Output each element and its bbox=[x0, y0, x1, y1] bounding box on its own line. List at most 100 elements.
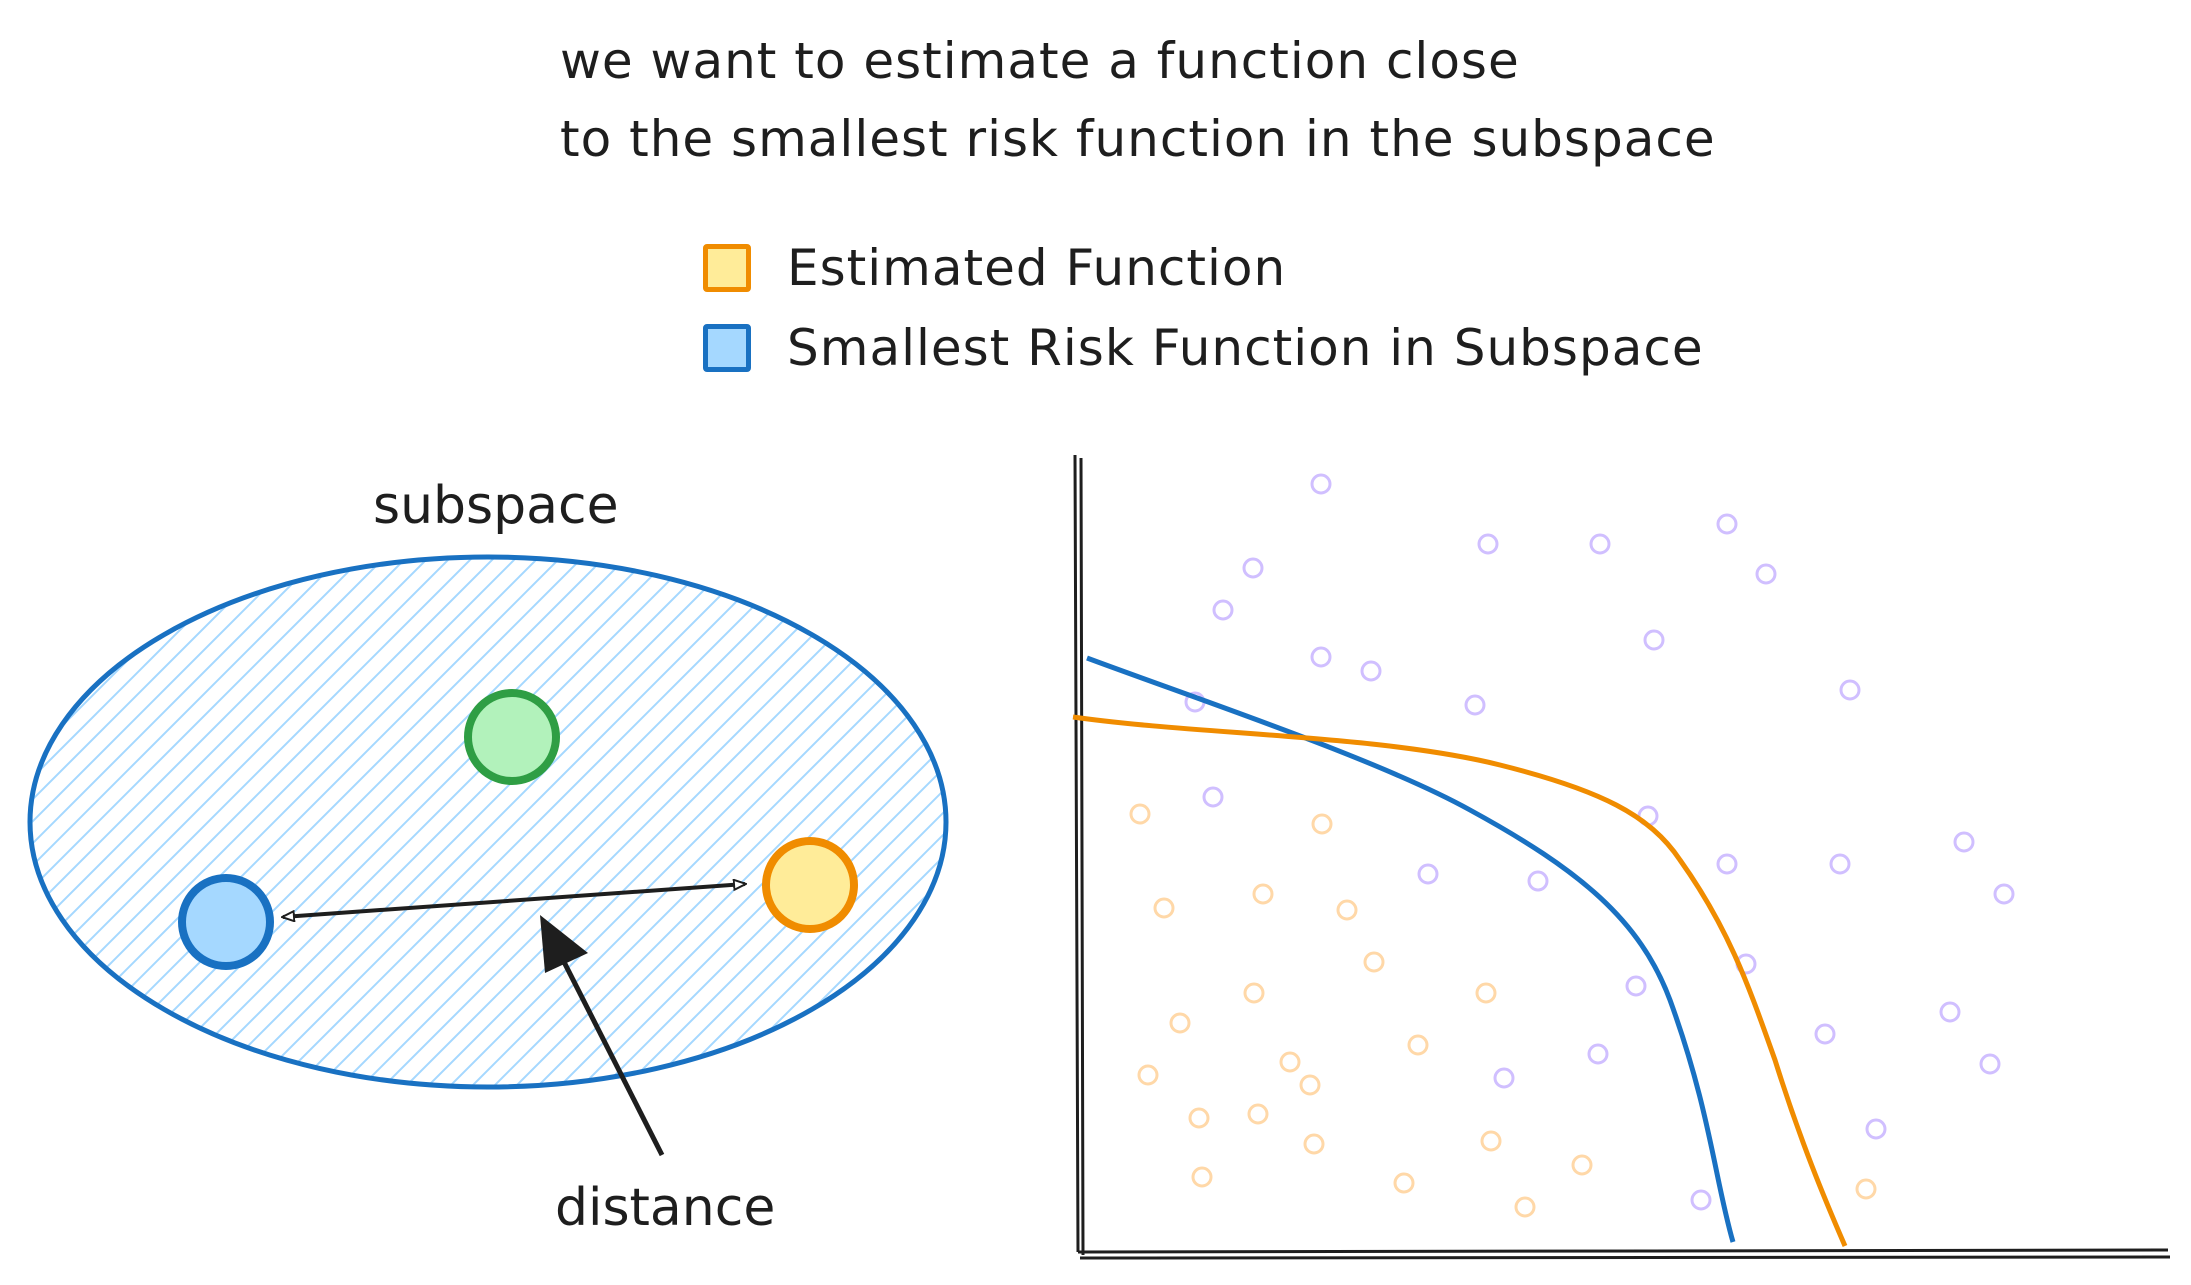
orange-data-point bbox=[1169, 1012, 1191, 1034]
hatch-line bbox=[237, 557, 799, 1087]
hatch-line bbox=[941, 557, 946, 1087]
hatch-line bbox=[567, 557, 946, 1087]
orange-data-point bbox=[1393, 1172, 1415, 1194]
orange-data-point bbox=[1129, 803, 1151, 825]
legend-swatch-estimated bbox=[703, 244, 751, 292]
hatch-line bbox=[1250, 540, 1810, 1100]
legend-swatch-smallest bbox=[703, 324, 751, 372]
orange-data-point bbox=[1303, 1133, 1325, 1155]
orange-data-point bbox=[1311, 813, 1333, 835]
distance-pointer-arrowhead bbox=[540, 915, 588, 973]
hatch-line bbox=[677, 557, 946, 1087]
hatch-line bbox=[1096, 540, 1656, 1100]
orange-data-point bbox=[1252, 883, 1274, 905]
hatch-line bbox=[721, 557, 946, 1087]
distance-pointer-line bbox=[559, 956, 665, 1157]
subspace-ellipse bbox=[27, 554, 949, 1090]
hatch-line bbox=[1382, 540, 1942, 1100]
hatch-line bbox=[897, 557, 946, 1087]
subspace-label: subspace bbox=[373, 476, 619, 536]
subspace-diagram: subspace distance bbox=[27, 476, 1942, 1238]
orange-data-point bbox=[1279, 1051, 1301, 1073]
hatch-line bbox=[919, 557, 946, 1087]
hatch-line bbox=[809, 557, 946, 1087]
distance-label: distance bbox=[555, 1178, 775, 1238]
purple-data-point bbox=[1865, 1118, 1887, 1140]
hatch-line bbox=[105, 557, 667, 1087]
estimated-function-curve bbox=[1072, 714, 1848, 1247]
hatch-line bbox=[523, 557, 946, 1087]
hatch-line bbox=[347, 557, 909, 1087]
purple-data-point bbox=[1310, 473, 1332, 495]
hatch-line bbox=[1118, 540, 1678, 1100]
orange-data-point bbox=[1855, 1178, 1877, 1200]
orange-data-point bbox=[1299, 1074, 1321, 1096]
hatch-line bbox=[545, 557, 946, 1087]
hatch-line bbox=[30, 557, 491, 1087]
legend-item-smallest-risk-function: Smallest Risk Function in Subspace bbox=[703, 319, 1704, 377]
hatch-line bbox=[30, 557, 381, 1087]
hatch-line bbox=[611, 557, 946, 1087]
plot-x-axis bbox=[1077, 1248, 2171, 1260]
hatch-line bbox=[1294, 540, 1854, 1100]
hatch-line bbox=[30, 557, 337, 1087]
purple-data-point bbox=[1587, 1043, 1609, 1065]
distance-double-arrow bbox=[283, 884, 745, 917]
hatch-line bbox=[281, 557, 843, 1087]
hatch-line bbox=[391, 557, 946, 1087]
estimated-function-point bbox=[762, 837, 858, 933]
hatch-line bbox=[171, 557, 733, 1087]
hatch-line bbox=[479, 557, 946, 1087]
title-line-1: we want to estimate a function close bbox=[560, 32, 1520, 90]
hatch-line bbox=[1074, 540, 1634, 1100]
purple-data-point bbox=[1643, 629, 1665, 651]
hatch-line bbox=[30, 557, 183, 1087]
hatch-line bbox=[30, 557, 403, 1087]
orange-data-point bbox=[1363, 951, 1385, 973]
hatch-line bbox=[30, 557, 579, 1087]
hatch-line bbox=[699, 557, 946, 1087]
purple-data-point bbox=[1939, 1001, 1961, 1023]
hatch-line bbox=[435, 557, 946, 1087]
purple-data-point bbox=[1755, 563, 1777, 585]
hatch-line bbox=[83, 557, 645, 1087]
hatch-line bbox=[743, 557, 946, 1087]
hatch-line bbox=[964, 540, 1524, 1100]
purple-data-point bbox=[1839, 679, 1861, 701]
purple-data-point bbox=[1242, 557, 1264, 579]
orange-data-point bbox=[1247, 1103, 1269, 1125]
hatch-line bbox=[193, 557, 755, 1087]
hatch-line bbox=[325, 557, 887, 1087]
orange-data-point bbox=[1188, 1107, 1210, 1129]
purple-data-point bbox=[1979, 1053, 2001, 1075]
hatch-line bbox=[369, 557, 931, 1087]
smallest-risk-function-curve bbox=[1086, 655, 1736, 1243]
orange-data-point bbox=[1475, 982, 1497, 1004]
purple-data-point bbox=[1527, 870, 1549, 892]
purple-data-point bbox=[1690, 1189, 1712, 1211]
purple-data-point bbox=[1477, 533, 1499, 555]
purple-data-point bbox=[1993, 883, 2015, 905]
hatch-line bbox=[1228, 540, 1788, 1100]
hatch-line bbox=[39, 557, 601, 1087]
hatch-line bbox=[457, 557, 946, 1087]
orange-data-point bbox=[1571, 1154, 1593, 1176]
legend-item-estimated-function: Estimated Function bbox=[703, 239, 1286, 297]
hatch-line bbox=[30, 557, 315, 1087]
hatch-line bbox=[30, 557, 425, 1087]
hatch-line bbox=[501, 557, 946, 1087]
orange-data-point bbox=[1137, 1064, 1159, 1086]
smallest-risk-function-point bbox=[178, 874, 274, 970]
purple-data-point bbox=[1716, 853, 1738, 875]
hatch-line bbox=[127, 557, 689, 1087]
hatch-line bbox=[986, 540, 1546, 1100]
title-line-2: to the smallest risk function in the sub… bbox=[560, 110, 1716, 168]
hatch-line bbox=[303, 557, 865, 1087]
hatch-line bbox=[413, 557, 946, 1087]
legend-label-smallest: Smallest Risk Function in Subspace bbox=[787, 319, 1704, 377]
orange-data-point bbox=[1480, 1130, 1502, 1152]
hatch-line bbox=[30, 557, 447, 1087]
hatch-line bbox=[655, 557, 946, 1087]
orange-data-point bbox=[1514, 1196, 1536, 1218]
